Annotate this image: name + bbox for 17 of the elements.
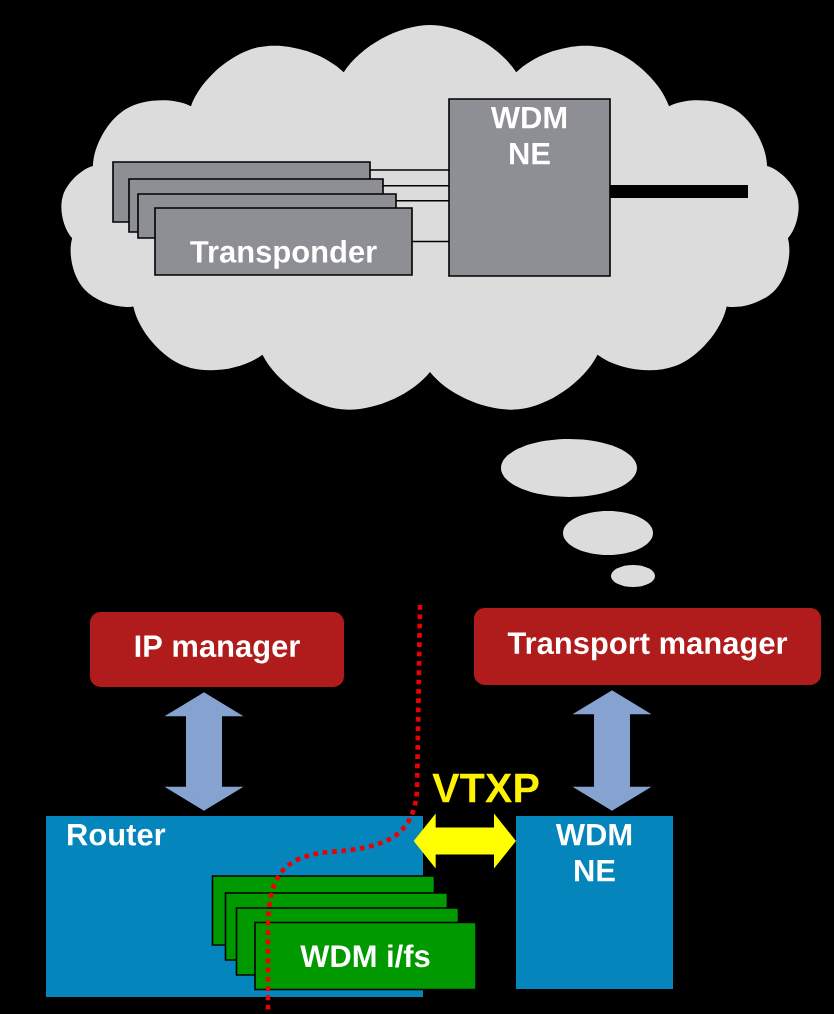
manager-box: Transport manager xyxy=(474,608,821,685)
interface-card: WDM i/fs xyxy=(254,921,477,991)
connector-line xyxy=(411,240,450,243)
connector-line xyxy=(369,169,450,171)
double-arrow xyxy=(164,692,244,811)
fiber-line xyxy=(610,185,748,198)
manager-box: IP manager xyxy=(90,612,344,687)
edge-label: VTXP xyxy=(432,773,539,803)
connector-line xyxy=(382,184,450,187)
thought-bubble xyxy=(501,439,637,497)
network-element-box: WDM NE xyxy=(516,816,673,989)
double-arrow xyxy=(572,690,652,811)
network-element-box: WDM NE xyxy=(448,98,611,277)
connector-line xyxy=(395,199,450,202)
transponder-card: Transponder xyxy=(154,207,413,276)
thought-bubble xyxy=(611,565,655,587)
thought-bubble xyxy=(563,511,653,555)
